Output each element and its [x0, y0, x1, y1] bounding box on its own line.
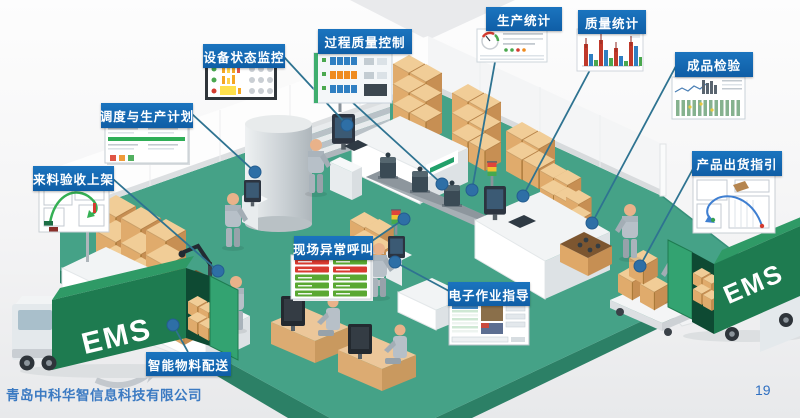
callout-label: 来料验收上架 — [33, 173, 115, 187]
callout-label: 生产统计 — [496, 13, 551, 28]
desk-station-2 — [338, 324, 416, 391]
callout-label: 调度与生产计划 — [99, 110, 195, 124]
kiosk-k1 — [330, 83, 368, 200]
kiosk-k2 — [242, 180, 268, 230]
callout-label: 质量统计 — [584, 16, 639, 31]
callout-finished-product-inspection: 成品检验 — [675, 52, 753, 77]
truck-right: EMS — [667, 217, 800, 352]
shipment-guide-screen — [692, 174, 776, 234]
callout-process-quality-control: 过程质量控制 — [318, 29, 412, 54]
process-quality-screen — [313, 52, 393, 104]
callout-label: 智能物料配送 — [147, 358, 229, 373]
shipping-trolley — [610, 249, 692, 336]
callout-label: 成品检验 — [686, 59, 741, 73]
callout-equipment-status-monitoring: 设备状态监控 — [203, 44, 285, 68]
background-wedge — [350, 0, 515, 40]
machine-logo — [430, 157, 454, 173]
desk-station-1 — [271, 296, 349, 363]
page-number: 19 — [755, 382, 771, 398]
finished-inspection-screen — [671, 76, 746, 120]
callout-onsite-abnormal-call: 现场异常呼叫 — [293, 236, 375, 260]
flow-arrow-left — [94, 373, 148, 389]
quality-stats-screen — [576, 28, 644, 72]
callout-label: 设备状态监控 — [203, 50, 285, 65]
callout-smart-material-delivery: 智能物料配送 — [146, 352, 231, 376]
production-stats-screen — [476, 28, 548, 63]
company-name: 青岛中科华智信息科技有限公司 — [6, 388, 202, 403]
callout-incoming-material-acceptance: 来料验收上架 — [33, 166, 114, 191]
callout-label: 产品出货指引 — [696, 158, 778, 172]
callout-scheduling-production-plan: 调度与生产计划 — [99, 103, 195, 128]
callout-quality-statistics: 质量统计 — [578, 10, 646, 34]
qc-inspection-box — [560, 232, 612, 276]
callout-electronic-work-instruction: 电子作业指导 — [448, 282, 530, 306]
callout-production-statistics: 生产统计 — [486, 7, 562, 31]
callout-label: 电子作业指导 — [448, 288, 530, 303]
andon-call-screen — [290, 254, 373, 301]
callout-product-shipment-guide: 产品出货指引 — [692, 151, 782, 176]
connector-lines — [112, 56, 695, 353]
callout-label: 过程质量控制 — [324, 36, 406, 50]
callout-label: 现场异常呼叫 — [293, 242, 375, 257]
